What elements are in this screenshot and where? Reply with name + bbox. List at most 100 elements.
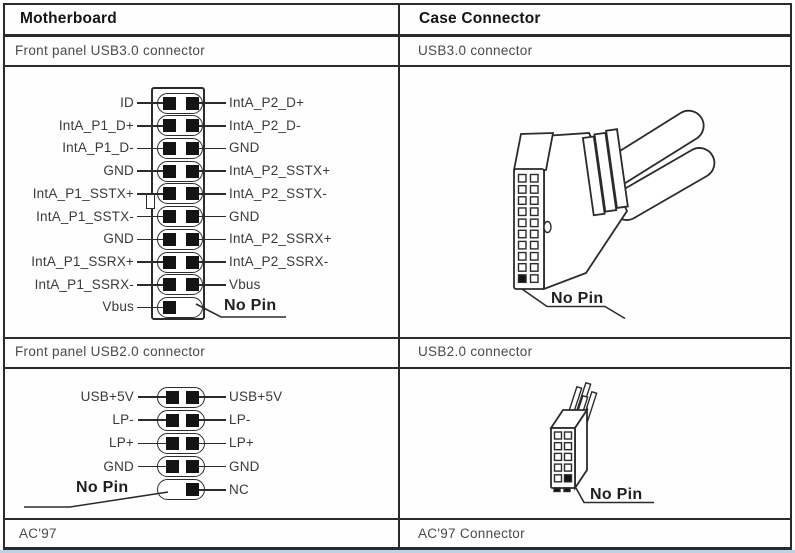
pin-label: IntA_P1_SSTX+ [32,185,134,201]
pin-label: LP- [112,412,134,428]
header-row-border [3,34,792,37]
pin-leader-line [137,283,163,286]
row-border-1 [3,65,792,67]
pin-label: IntA_P2_D+ [229,95,305,110]
pin-hole [553,441,563,451]
pin-hole [563,452,573,462]
header-case-connector: Case Connector [419,10,541,27]
row-border-3 [3,367,792,369]
pin-hole [529,218,539,228]
pin-label: IntA_P2_SSRX+ [229,231,332,247]
pin-leader-line [138,396,166,398]
pin-leader-line [137,170,163,172]
pin-label: IntA_P1_SSRX- [34,276,134,292]
usb3-case-nopin-label: No Pin [551,290,603,307]
blocked-hole [563,474,573,483]
pin-leader-line [199,193,226,195]
title-ac97-motherboard: AC'97 [19,526,57,541]
pin-hole [517,173,527,183]
pin-square-left [163,119,176,133]
pin-label: LP- [229,412,251,428]
pin-leader-line [137,261,163,263]
title-usb2-motherboard: Front panel USB2.0 connector [15,344,206,359]
pin-label: IntA_P2_SSRX- [229,254,329,270]
pin-label: GND [103,163,134,179]
pin-label: USB+5V [80,389,134,404]
pin-label: IntA_P2_SSTX- [229,185,327,201]
pin-square-right [186,96,199,110]
pin-leader-line [137,193,163,195]
usb2-case-nopin-leader [575,487,654,504]
pin-hole [517,251,527,261]
pin-hole [529,196,539,206]
pin-label: GND [229,208,260,224]
pin-hole [553,452,563,462]
usb3-case-nopin-leader [521,288,626,320]
pin-hole [529,251,539,261]
pin-hole [529,173,539,183]
pin-hole [563,431,573,440]
pin-leader-line [199,102,226,104]
usb2-pin-stub-2 [563,487,571,493]
pin-hole [517,240,527,250]
pin-hole [553,431,563,440]
pin-label: NC [229,481,249,497]
pin-label: IntA_P2_D- [229,117,301,133]
column-divider [398,3,400,549]
blocked-hole [517,274,527,284]
pin-leader-line [137,238,163,241]
pin-square-left [163,210,176,224]
usb2-case-connector-drawing: No Pin [549,381,654,504]
pin-label: GND [229,140,260,156]
usb2-plug-holes [553,431,573,483]
pin-square-right [186,187,199,201]
pin-leader-line [137,306,163,309]
pin-square-right [186,164,199,178]
pin-square-left [166,413,179,427]
pin-label: LP+ [229,435,254,451]
table-border-bottom [3,547,792,550]
pin-label: IntA_P2_SSTX+ [229,163,331,179]
row-border-4 [3,518,792,520]
row-border-2 [3,337,792,339]
pin-square-left [163,96,176,110]
pin-hole [517,218,527,228]
pin-label: GND [103,231,134,247]
pin-label: GND [229,458,260,474]
pin-leader-line [199,261,226,263]
pin-square-left [166,460,179,474]
pin-label: Vbus [229,276,261,292]
pin-square-right [186,460,199,474]
pin-leader-line [199,147,226,150]
usb3-case-connector-drawing: No Pin [512,109,716,320]
pin-square-right [186,119,199,133]
pin-square-right [186,278,199,292]
pin-leader-line [199,465,226,468]
usb3-plug-top-step [512,132,555,171]
pin-square-left [163,187,176,201]
pin-label: IntA_P1_SSTX- [36,208,134,224]
pin-square-right [186,413,199,427]
pin-leader-line [199,283,226,286]
pin-leader-line [137,124,163,127]
table-border-left [3,3,5,549]
pin-hole [529,229,539,239]
pin-label: IntA_P1_D+ [58,117,134,133]
pin-leader-line [199,489,226,491]
pin-hole [563,441,573,451]
pin-square-right [186,390,199,404]
pin-hole [517,207,527,217]
pin-leader-line [138,419,166,421]
pin-leader-line [199,170,226,172]
usb2-nopin-label: No Pin [76,479,129,496]
pin-leader-line [138,465,166,468]
pin-leader-line [137,215,163,218]
pin-square-right [186,436,199,450]
pin-hole [529,240,539,250]
pin-label: USB+5V [229,389,283,404]
usb3-plug-holes [517,173,539,284]
usb2-case-nopin-label: No Pin [590,486,642,503]
pin-label: Vbus [102,299,134,315]
